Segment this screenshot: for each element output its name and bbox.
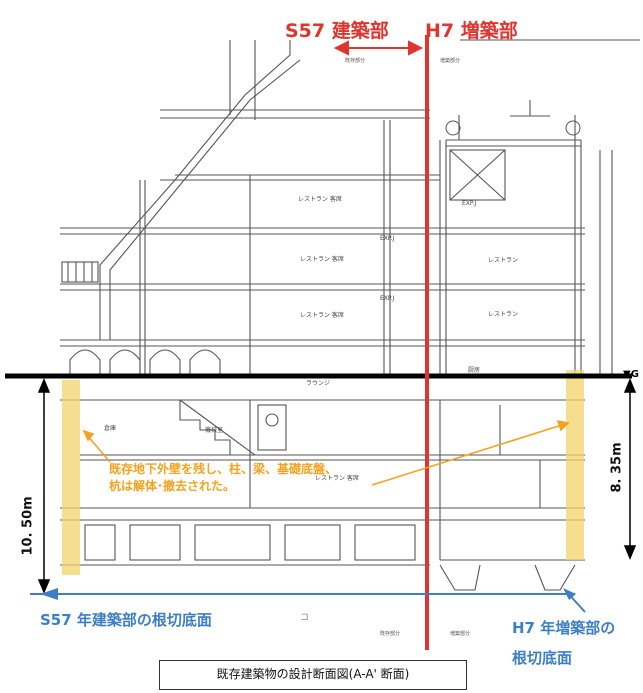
ground-level-marker: ▼G [623,369,639,380]
axis-mark-1 [445,120,461,136]
svg-text:EXP.J: EXP.J [462,200,476,207]
svg-text:厨房: 厨房 [468,366,480,374]
note-line-1: 既存地下外壁を残し、柱、梁、基礎底盤、 [109,462,338,476]
svg-text:増築部分: 増築部分 [440,57,460,64]
h7-section-label: H7 増築部 [425,20,518,42]
svg-text:レストラン 客席: レストラン 客席 [315,474,359,482]
svg-text:EXP.J: EXP.J [380,235,394,242]
s57-excavation-label: S57 年建築部の根切底面 [40,611,212,629]
demolition-note: 既存地下外壁を残し、柱、梁、基礎底盤、 杭は解体･撤去された。 [109,461,379,495]
svg-text:レストラン 客席: レストラン 客席 [300,311,344,319]
basement-structure [60,399,585,591]
svg-text:レストラン: レストラン [488,311,518,318]
s57-section-label: S57 建築部 [285,20,389,42]
h7-excavation-label-1: H7 年増築部の [512,619,616,637]
svg-text:レストラン: レストラン [488,257,518,264]
room-labels: レストラン 客席 レストラン 客席 レストラン 客席 レストラン レストラン ラ… [104,195,518,482]
dimension-right [623,378,637,560]
svg-text:既存部分: 既存部分 [345,57,365,64]
retained-wall-left [62,380,80,575]
excavation-arrow-left [40,588,58,600]
retained-wall-right [566,370,584,560]
upper-structure-lines [60,39,640,376]
h7-excavation-arrow [563,588,576,600]
svg-text:増築部分: 増築部分 [450,630,470,637]
svg-text:ラウンジ: ラウンジ [306,379,330,387]
note-line-2: 杭は解体･撤去された。 [109,479,236,493]
svg-text:倉庫: 倉庫 [104,424,116,432]
svg-text:レストラン 客席: レストラン 客席 [298,195,342,203]
note-leaders [82,419,570,486]
svg-text:レストラン 客席: レストラン 客席 [300,255,344,263]
svg-text:既存部分: 既存部分 [380,630,400,637]
h7-excavation-label-2: 根切底面 [512,649,573,667]
svg-text:コ: コ [300,613,309,623]
depth-right-label: 8. 35m [609,442,625,493]
dimension-left [37,378,51,594]
section-arrows [333,40,424,56]
svg-text:EXP.J: EXP.J [380,295,394,302]
depth-left-label: 10. 50m [20,496,36,556]
figure-caption: 既存建築物の設計断面図(A-A' 断面) [159,660,467,690]
axis-mark-2 [565,120,581,136]
